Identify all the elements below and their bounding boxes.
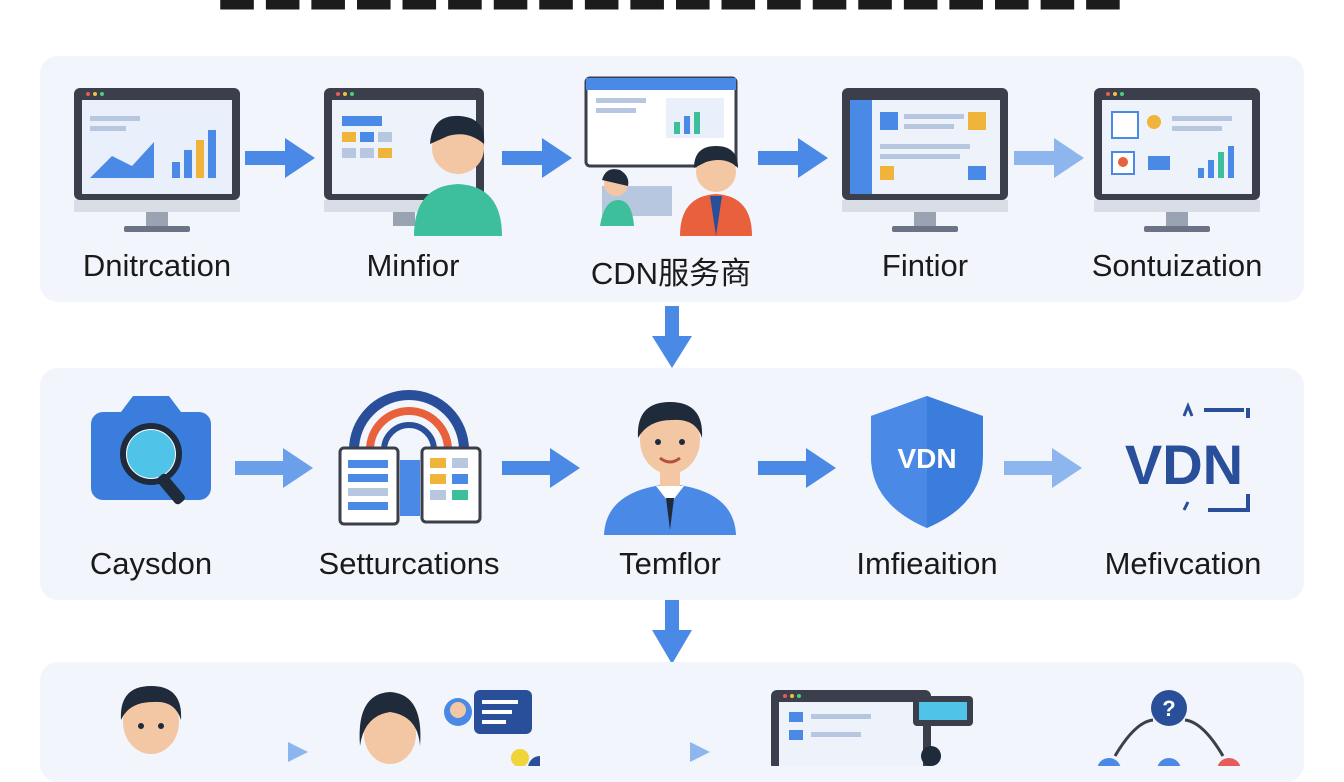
step-row3-person — [26, 662, 276, 782]
page-title-cropped: ■■■■■■■■■■■■■■■■■■■■ — [0, 0, 1344, 10]
arrow-right-icon — [1004, 448, 1084, 493]
step-setturcations: Setturcations — [284, 368, 534, 600]
flow-row-2: Caysdon Setturcations — [40, 368, 1304, 600]
arrow-right-icon — [1014, 138, 1084, 183]
vdn-logo-icon: VDN — [1108, 398, 1258, 533]
step-temflor: Temflor — [545, 368, 795, 600]
step-row3-question-network: ? — [1040, 662, 1290, 782]
arrow-down-icon — [652, 600, 692, 669]
person-avatar-icon — [111, 682, 191, 767]
flow-row-1: Dnitrcation Minfior — [40, 56, 1304, 302]
arrow-right-icon — [690, 742, 710, 767]
person-avatar-icon — [600, 390, 740, 540]
question-network-icon: ? — [1075, 686, 1255, 782]
flow-row-3: ? — [40, 662, 1304, 782]
arrow-right-icon — [758, 448, 838, 493]
monitor-person-icon — [318, 86, 508, 241]
step-label: Mefivcation — [1104, 546, 1262, 581]
camera-magnifier-icon — [81, 390, 221, 525]
arrow-down-icon — [652, 306, 692, 373]
arrow-right-icon — [502, 448, 582, 493]
step-label: Caysdon — [89, 546, 213, 581]
monitor-document-icon — [840, 86, 1010, 241]
step-minfior: Minfior — [288, 56, 538, 302]
step-label: Temflor — [619, 546, 721, 581]
step-mefivcation: VDN Mefivcation — [1058, 368, 1308, 600]
step-label: Minfior — [366, 248, 460, 283]
step-label: CDN服务商 — [590, 256, 752, 291]
step-dnitrcation: Dnitrcation — [32, 56, 282, 302]
monitor-dashboard-icon — [1092, 86, 1262, 241]
monitor-chart-icon — [72, 86, 242, 241]
shield-icon: VDN — [867, 394, 987, 535]
step-label: Setturcations — [318, 546, 500, 581]
arrow-right-icon — [288, 742, 308, 767]
step-label: Sontuization — [1091, 248, 1263, 283]
step-imfieaition: VDN Imfieaition — [802, 368, 1052, 600]
step-row3-woman-chat — [310, 662, 560, 782]
team-meeting-icon — [576, 76, 766, 241]
arrow-right-icon — [235, 448, 315, 493]
arrow-right-icon — [758, 138, 828, 183]
step-row3-monitor-popup — [740, 662, 990, 782]
arrow-right-icon — [245, 138, 315, 183]
step-caysdon: Caysdon — [26, 368, 276, 600]
arrow-right-icon — [502, 138, 572, 183]
step-sontuization: Sontuization — [1052, 56, 1302, 302]
cards-rings-icon — [334, 390, 484, 535]
step-label: Imfieaition — [856, 546, 998, 581]
step-cdn-provider: CDN服务商 — [546, 56, 796, 302]
monitor-popup-icon — [755, 686, 975, 772]
vdn-logo-text: VDN — [1125, 433, 1243, 496]
shield-badge-text: VDN — [897, 443, 956, 474]
step-label: Fintior — [881, 248, 969, 283]
woman-chat-icon — [330, 686, 552, 780]
question-mark: ? — [1162, 696, 1175, 721]
step-fintior: Fintior — [800, 56, 1050, 302]
step-label: Dnitrcation — [82, 248, 232, 283]
